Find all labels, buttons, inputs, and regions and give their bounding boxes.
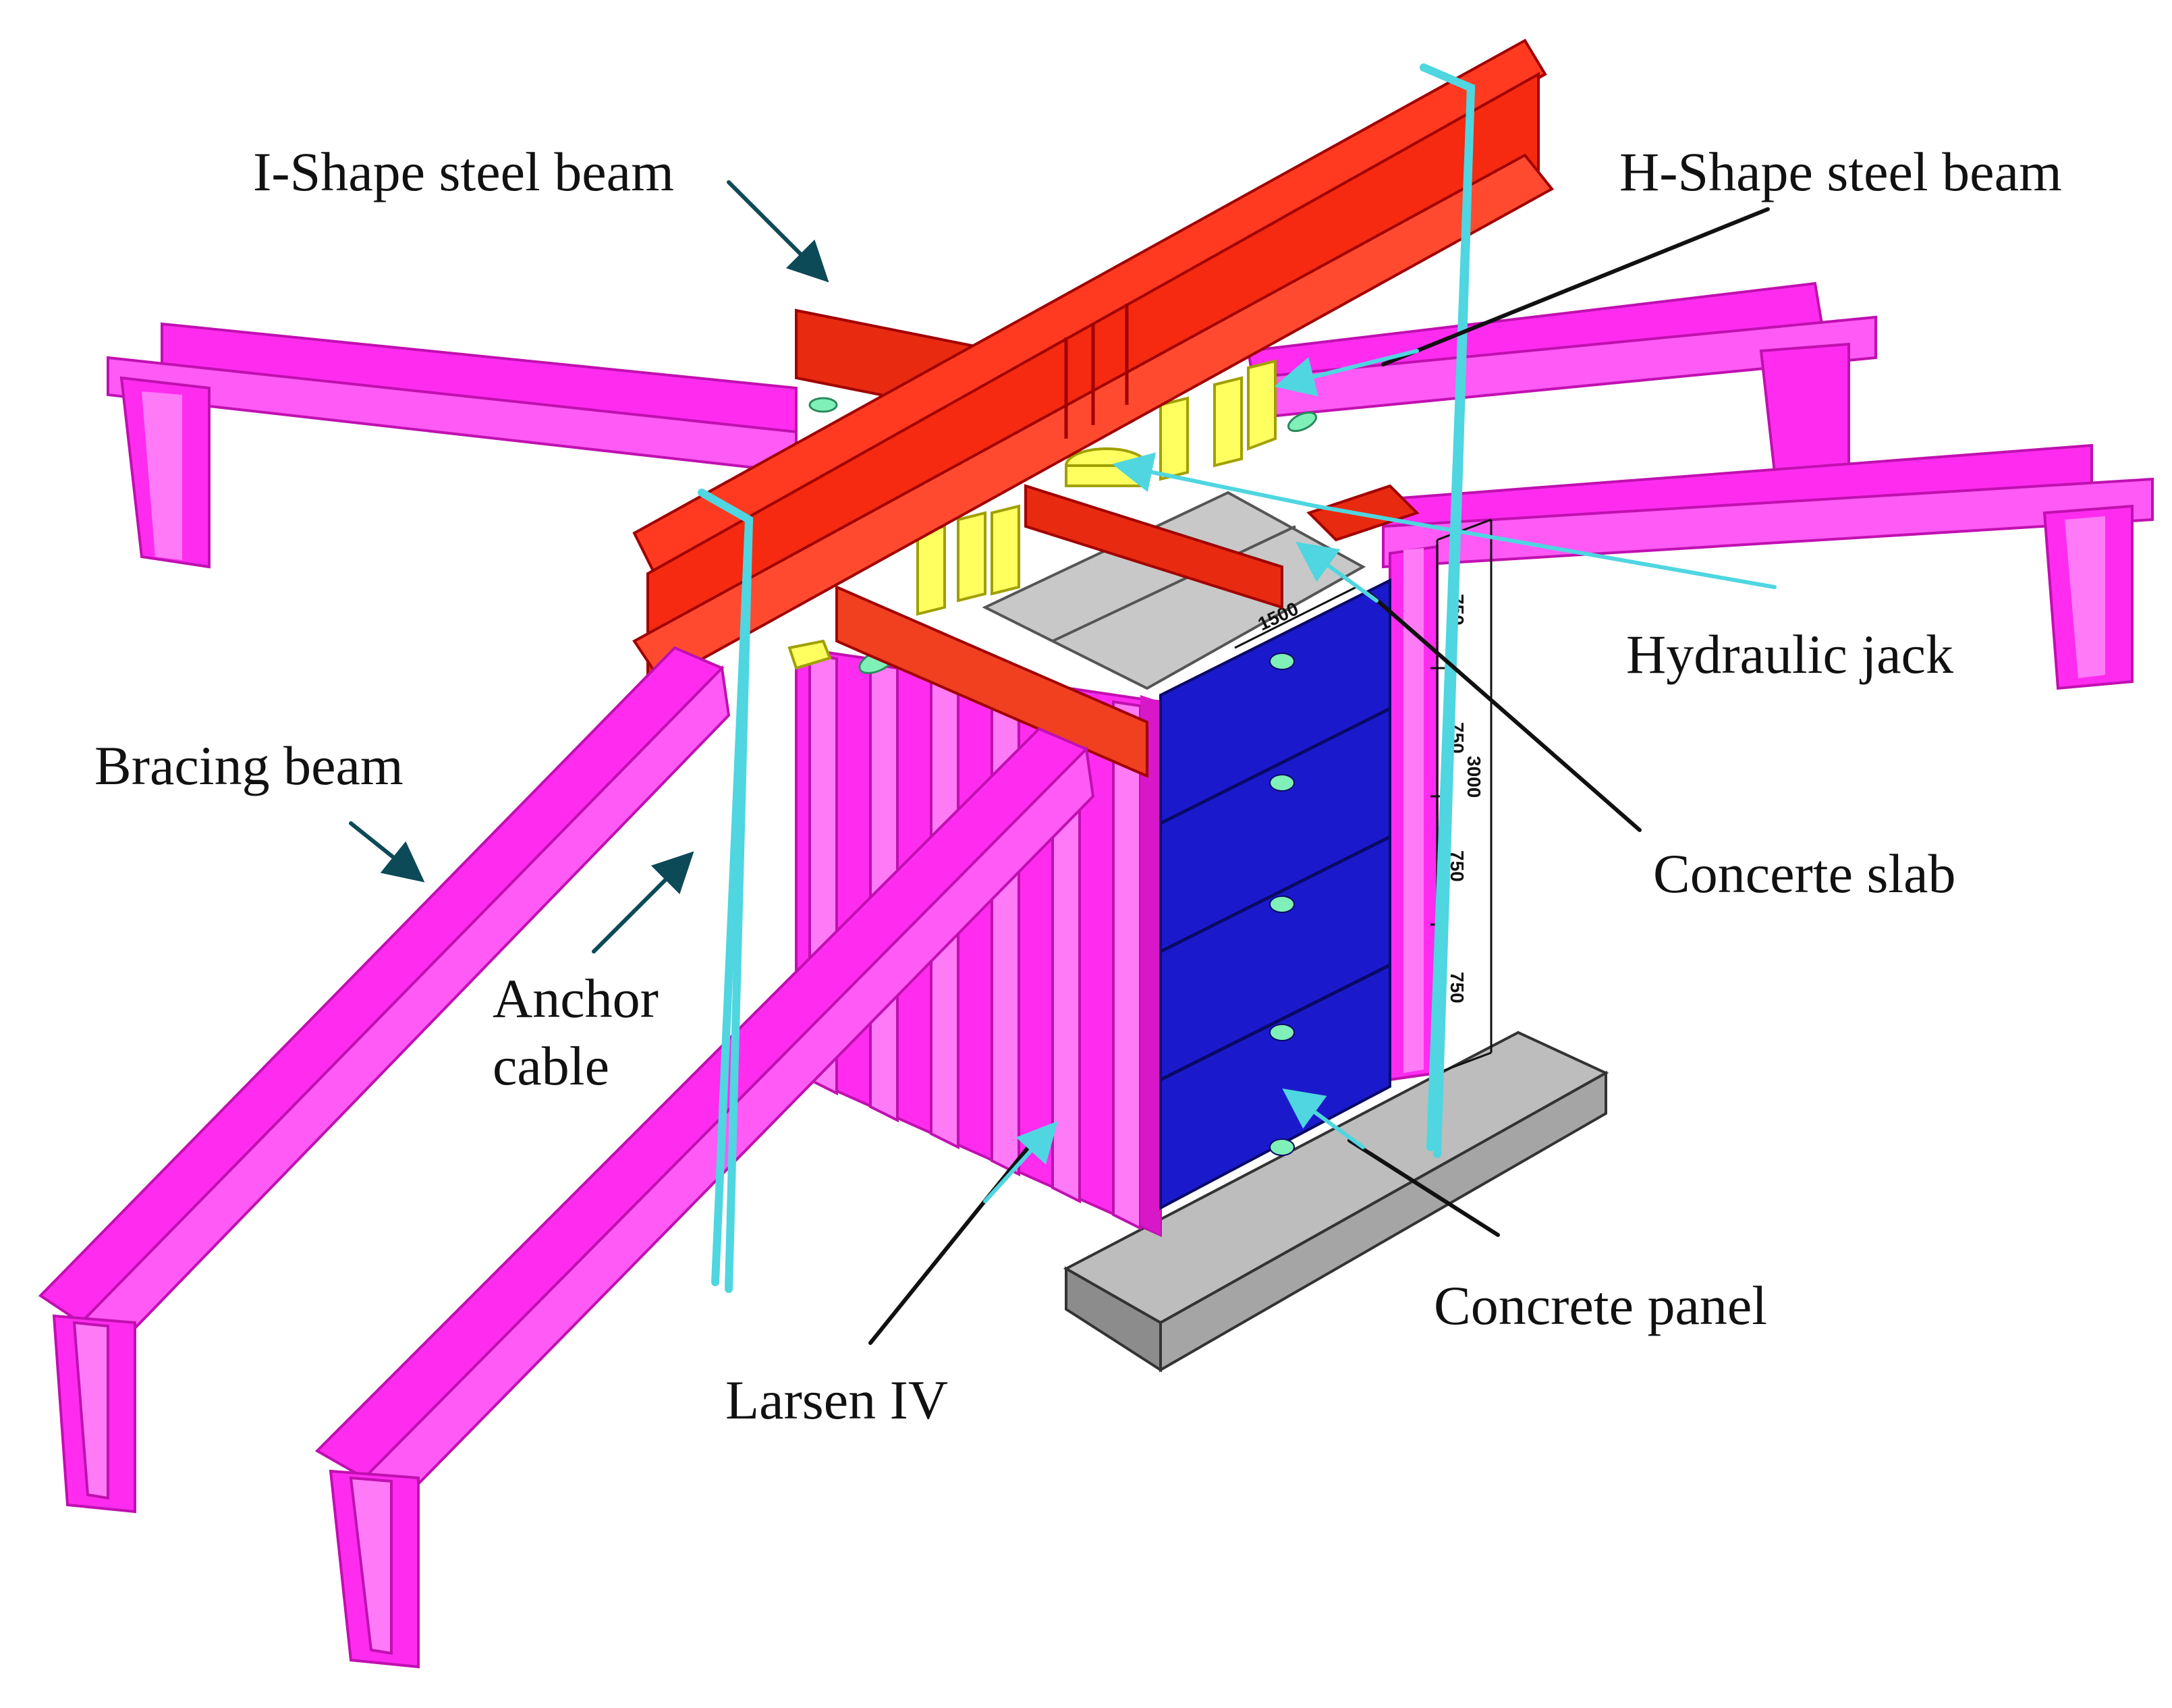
label-anchor-cable-line1: Anchor bbox=[493, 968, 659, 1029]
arrow-hydraulic-jack bbox=[1314, 504, 1777, 589]
label-concrete-panel: Concrete panel bbox=[1434, 1275, 1768, 1336]
arrow-i-beam bbox=[727, 180, 829, 283]
concrete-slab-base bbox=[1063, 1030, 1609, 1373]
bracing-beam-back-right-1 bbox=[1246, 281, 1877, 474]
label-arrows bbox=[349, 180, 1777, 1345]
anchor-cables bbox=[698, 63, 1476, 1293]
bracing-beam-front-left bbox=[38, 646, 731, 1514]
arrow-concrete-slab bbox=[1368, 592, 1642, 832]
label-hydraulic-jack: Hydraulic jack bbox=[1626, 624, 1953, 685]
arrow-h-beam-tip bbox=[1274, 349, 1419, 397]
label-i-shape-steel-beam: I-Shape steel beam bbox=[253, 141, 674, 202]
arrow-larsen bbox=[868, 1132, 1041, 1345]
label-bracing-beam: Bracing beam bbox=[94, 735, 403, 796]
arrow-bracing-beam bbox=[349, 821, 425, 883]
arrow-concrete-panel bbox=[1347, 1138, 1500, 1237]
dim-panel-4: 750 bbox=[1447, 972, 1468, 1003]
label-concrete-slab: Concerte slab bbox=[1653, 843, 1956, 904]
bracing-beam-back-right-2 bbox=[1382, 443, 2154, 690]
arrow-h-beam bbox=[1381, 207, 1770, 366]
bracing-beam-back-left bbox=[107, 322, 798, 569]
arrow-concrete-panel-tip bbox=[1282, 1088, 1365, 1149]
arrow-larsen-tip bbox=[983, 1121, 1059, 1203]
bracing-beam-front-right bbox=[314, 727, 1095, 1669]
label-anchor-cable-line2: cable bbox=[493, 1035, 609, 1097]
arrow-hydraulic-jack-tip bbox=[1112, 452, 1318, 508]
i-shape-steel-beam bbox=[632, 38, 1555, 684]
dim-total-height: 3000 bbox=[1464, 756, 1484, 798]
arrow-concrete-slab-tip bbox=[1296, 541, 1379, 603]
label-h-shape-steel-beam: H-Shape steel beam bbox=[1619, 141, 2062, 202]
arrow-anchor-cable bbox=[592, 851, 694, 954]
concrete-panel-stack bbox=[1159, 578, 1391, 1211]
label-larsen-iv: Larsen IV bbox=[725, 1369, 949, 1431]
